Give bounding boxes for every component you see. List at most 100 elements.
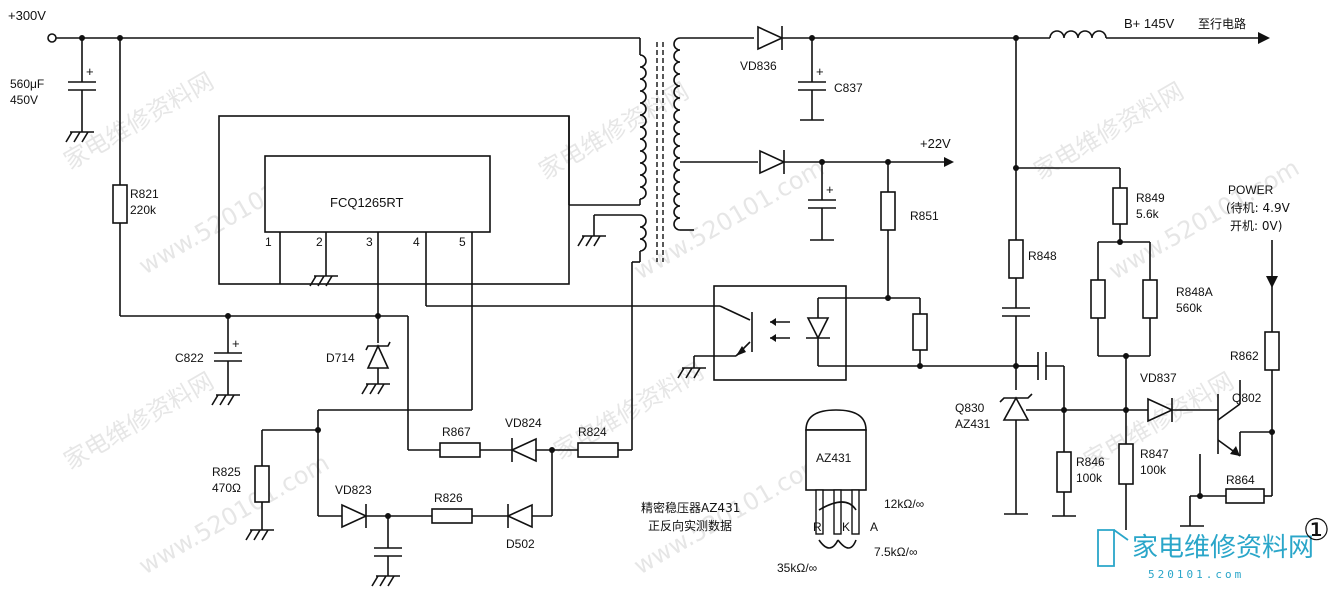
terminal-300v — [47, 33, 57, 43]
ground-icon — [577, 235, 606, 247]
figure-number: ① — [1303, 513, 1330, 548]
label-q830: Q830 — [955, 401, 985, 415]
watermark: 家电维修资料网 — [534, 77, 693, 185]
label-r862: R862 — [1230, 349, 1259, 363]
label-q802: Q802 — [1232, 391, 1262, 405]
label-r825: R825 — [212, 465, 241, 479]
label-to-line-circuit: 至行电路 — [1198, 16, 1246, 31]
label-c837: C837 — [834, 81, 863, 95]
capacitor-c822: + C822 — [175, 316, 242, 406]
label-r867: R867 — [442, 425, 471, 439]
inductor-b145 — [1049, 30, 1107, 39]
resistor-r867: R867 — [439, 425, 481, 458]
label-az431-title: 精密稳压器AZ431 — [641, 500, 740, 515]
ground-icon — [245, 529, 274, 541]
label-r848a-value: 560k — [1176, 301, 1203, 315]
az431-package-inset: AZ431 R K A 精密稳压器AZ431 正反向实测数据 12kΩ/∞ 7.… — [641, 409, 924, 575]
label-power: POWER — [1228, 183, 1274, 197]
label-pin-k: K — [842, 520, 850, 534]
label-r849: R849 — [1136, 191, 1165, 205]
label-r851: R851 — [910, 209, 939, 223]
polarity-plus: + — [86, 64, 94, 79]
ground-icon — [677, 367, 706, 379]
label-vd836: VD836 — [740, 59, 777, 73]
label-cap-input-voltage: 450V — [10, 93, 38, 107]
label-az431-body: AZ431 — [816, 451, 852, 465]
resistor-r825: R825 470Ω — [212, 465, 274, 541]
label-r848: R848 — [1028, 249, 1057, 263]
watermark: 家电维修资料网 — [59, 367, 218, 475]
transformer — [568, 37, 758, 263]
capacitor-22v: + — [808, 162, 836, 241]
capacitor-c837: + C837 — [798, 38, 863, 121]
diode-vd823: VD823 — [335, 483, 372, 529]
ground-icon — [211, 394, 240, 406]
label-ic-pin5: 5 — [459, 235, 466, 249]
site-logo: 家电维修资料网 520101.com — [1097, 529, 1314, 581]
label-vd823: VD823 — [335, 483, 372, 497]
resistor-r864: R864 — [1225, 432, 1273, 504]
resistor-r851: R851 — [880, 162, 939, 298]
optocoupler — [677, 285, 1038, 381]
label-r826: R826 — [434, 491, 463, 505]
label-r825-value: 470Ω — [212, 481, 241, 495]
label-b145v: B+ 145V — [1124, 16, 1175, 31]
label-meas-12k: 12kΩ/∞ — [884, 497, 924, 511]
polarity-plus: + — [232, 336, 240, 351]
label-c822: C822 — [175, 351, 204, 365]
label-r864: R864 — [1226, 473, 1255, 487]
label-pin-a: A — [870, 520, 878, 534]
zener-d714: D714 — [326, 316, 391, 395]
label-ic-pin4: 4 — [413, 235, 420, 249]
label-r849-value: 5.6k — [1136, 207, 1160, 221]
label-standby-voltage: (待机: 4.9V — [1226, 201, 1291, 215]
polarity-plus: + — [816, 64, 824, 79]
label-ic: FCQ1265RT — [330, 195, 404, 210]
watermark: www.520101.com — [629, 154, 829, 286]
input-rail: +300V + 560μF 450V — [8, 8, 640, 143]
resistor-r824: R824 — [577, 425, 619, 458]
label-ic-pin1: 1 — [265, 235, 272, 249]
label-d502: D502 — [506, 537, 535, 551]
ground-icon — [65, 131, 94, 143]
label-r846-value: 100k — [1076, 471, 1103, 485]
label-r848a: R848A — [1176, 285, 1213, 299]
label-ic-pin3: 3 — [366, 235, 373, 249]
ic-fcq1265rt: FCQ1265RT 1 2 3 4 5 — [218, 115, 720, 411]
watermark: 家电维修资料网 — [549, 357, 708, 465]
label-pin-r: R — [813, 520, 822, 534]
label-r824: R824 — [578, 425, 607, 439]
ground-icon — [309, 275, 338, 287]
resistor-r848a: R848A 560k — [1142, 242, 1213, 356]
logo-text: 家电维修资料网 — [1132, 533, 1314, 563]
watermark: 家电维修资料网 — [59, 67, 218, 175]
diode-vd824: VD824 — [505, 416, 542, 463]
transistor-q802: Q802 — [1200, 380, 1272, 457]
watermark: 家电维修资料网 — [1029, 77, 1188, 185]
regulator-q830: Q830 AZ431 — [955, 393, 1126, 515]
label-vd824: VD824 — [505, 416, 542, 430]
label-plus22v: +22V — [920, 136, 951, 151]
resistor-r846: R846 100k — [1052, 410, 1105, 517]
ground-icon — [361, 383, 390, 395]
diode-vd836: VD836 — [740, 25, 784, 73]
diode-d502: D502 — [506, 503, 535, 551]
label-meas-35k: 35kΩ/∞ — [777, 561, 817, 575]
label-r847: R847 — [1140, 447, 1169, 461]
label-ic-pin2: 2 — [316, 235, 323, 249]
polarity-plus: + — [826, 182, 834, 197]
label-cap-input: 560μF — [10, 77, 44, 91]
label-q830-type: AZ431 — [955, 417, 991, 431]
resistor-r848: R848 — [1008, 239, 1057, 308]
diode-vd837: VD837 — [1126, 371, 1177, 423]
resistor-r821: R821 220k — [112, 38, 159, 316]
label-az431-subtitle: 正反向实测数据 — [648, 518, 732, 533]
label-meas-7-5k: 7.5kΩ/∞ — [874, 545, 918, 559]
label-300v: +300V — [8, 8, 46, 23]
logo-url: 520101.com — [1148, 568, 1244, 581]
label-r846: R846 — [1076, 455, 1105, 469]
label-d714: D714 — [326, 351, 355, 365]
resistor-r849: R849 5.6k — [1112, 168, 1165, 242]
resistor-r826: R826 — [431, 491, 473, 524]
